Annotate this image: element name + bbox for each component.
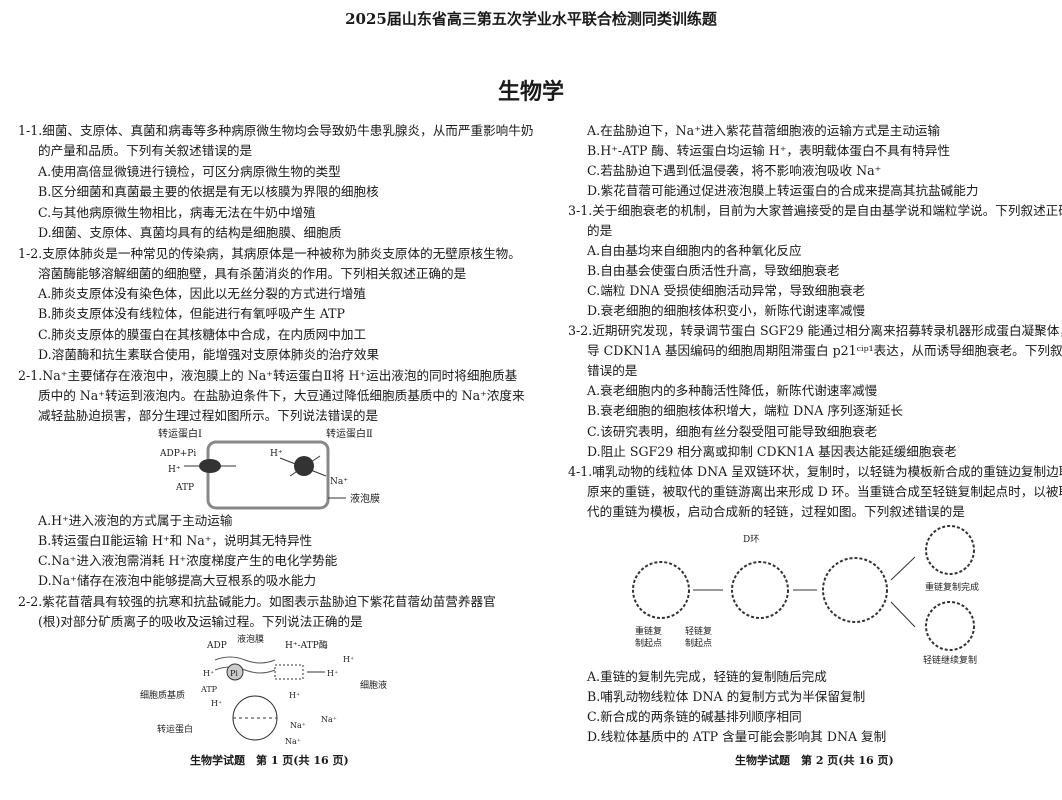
label: 液泡膜 — [237, 633, 264, 645]
label: H⁺ — [168, 465, 181, 475]
option-a: A.肺炎支原体没有染色体，因此以无丝分裂的方式进行增殖 — [38, 286, 366, 301]
option-a: A.自由基均来自细胞内的各种氧化反应 — [587, 243, 802, 258]
label: D环 — [743, 534, 759, 545]
label: H⁺-ATP酶 — [285, 639, 328, 651]
question-text: 导 CDKN1A 基因编码的细胞周期阻滞蛋白 p21ᶜⁱᵖ¹表达，从而诱导细胞衰… — [587, 343, 1062, 358]
label: H⁺ — [327, 669, 338, 678]
label: H⁺ — [289, 691, 300, 700]
label: Na⁺ — [321, 715, 337, 724]
option-d: D.线粒体基质中的 ATP 含量可能会影响其 DNA 复制 — [587, 729, 887, 744]
page-footer-right: 生物学试题 第 2 页(共 16 页) — [735, 754, 894, 767]
label: 重链复 — [635, 625, 662, 637]
label: 转运蛋白Ⅰ — [158, 427, 202, 440]
option-c: C.新合成的两条链的碱基排列顺序相同 — [587, 709, 802, 724]
option-b: B.自由基会使蛋白质活性升高，导致细胞衰老 — [587, 263, 840, 278]
label: 液泡膜 — [350, 492, 380, 505]
pump — [226, 663, 244, 681]
membrane — [214, 656, 276, 674]
question-text: 错误的是 — [587, 363, 638, 378]
option-c: C.肺炎支原体的膜蛋白在其核糖体中合成，在内质网中加工 — [38, 327, 367, 342]
arrow — [890, 556, 916, 581]
question-text: 溶菌酶能够溶解细菌的细胞壁，具有杀菌消炎的作用。下列相关叙述正确的是 — [38, 266, 467, 281]
arrow — [289, 455, 321, 477]
option-b: B.转运蛋白Ⅱ能运输 H⁺和 Na⁺，说明其无特异性 — [38, 533, 313, 548]
dna-circle — [822, 557, 888, 623]
option-d: D.阻止 SGF29 相分离或抑制 CDKN1A 基因表达能延缓细胞衰老 — [587, 444, 957, 459]
option-b: B.H⁺-ATP 酶、转运蛋白均运输 H⁺，表明载体蛋白不具有特异性 — [587, 143, 951, 158]
option-c: C.Na⁺进入液泡需消耗 H⁺浓度梯度产生的电化学势能 — [38, 553, 338, 568]
label: H⁺ — [270, 449, 283, 459]
mtdna-replication-figure: D环 重链复制完成 重链复 制起点 轻链复 制起点 轻链继续复制 — [632, 525, 979, 666]
document-title: 2025届山东省高三第五次学业水平联合检测同类训练题 — [345, 10, 717, 28]
option-a: A.重链的复制先完成，轻链的复制随后完成 — [587, 669, 827, 684]
dna-circle — [925, 601, 975, 651]
label: 重链复制完成 — [925, 581, 979, 593]
option-b: B.衰老细胞的细胞核体积增大，端粒 DNA 序列逐渐延长 — [587, 403, 903, 418]
label: 细胞液 — [360, 679, 387, 691]
option-a: A.在盐胁迫下，Na⁺进入紫花苜蓿细胞液的运输方式是主动运输 — [587, 123, 941, 138]
question-text: 减轻盐胁迫损害，部分生理过程如图所示。下列说法错误的是 — [38, 408, 379, 423]
question-2-1-stem: 2-1.Na⁺主要储存在液泡中，液泡膜上的 Na⁺转运蛋白Ⅱ将 H⁺运出液泡的同… — [18, 368, 518, 383]
option-b: B.哺乳动物线粒体 DNA 的复制方式为半保留复制 — [587, 689, 866, 704]
question-2-2-stem: 2-2.紫花苜蓿具有较强的抗寒和抗盐碱能力。如图表示盐胁迫下紫花苜蓿幼苗营养器官 — [18, 594, 496, 609]
label: 轻链复 — [685, 625, 712, 637]
question-1-2-stem: 1-2.支原体肺炎是一种常见的传染病，其病原体是一种被称为肺炎支原体的无壁原核生… — [18, 246, 521, 261]
label: 转运蛋白Ⅱ — [326, 427, 373, 440]
label: H⁺ — [211, 699, 222, 708]
option-d: D.Na⁺储存在液泡中能够提高大豆根系的吸水能力 — [38, 573, 317, 588]
option-d: D.衰老细胞的细胞核体积变小，新陈代谢速率减慢 — [587, 303, 866, 318]
vacuole-figure: 转运蛋白Ⅰ 转运蛋白Ⅱ ADP+Pi H⁺ ATP H⁺ Na⁺ 液泡膜 — [158, 427, 380, 510]
label: Na⁺ — [330, 477, 348, 487]
option-a: A.衰老细胞内的多种酶活性降低，新陈代谢速率减慢 — [587, 383, 878, 398]
option-a: A.H⁺进入液泡的方式属于主动运输 — [38, 513, 233, 528]
dna-circle — [731, 561, 789, 619]
option-d: D.溶菌酶和抗生素联合使用，能增强对支原体肺炎的治疗效果 — [38, 347, 380, 362]
channel — [274, 664, 304, 680]
question-3-1-stem: 3-1.关于细胞衰老的机制，目前为大家普遍接受的是自由基学说和端粒学说。下列叙述… — [568, 203, 1062, 218]
question-text: 原来的重链，被取代的重链游离出来形成 D 环。当重链合成至轻链复制起点时，以被取 — [587, 484, 1062, 499]
root-ion-figure: 液泡膜 ADP H⁺-ATP酶 Pi H⁺ H⁺ H⁺ ATP H⁺ H⁺ 细胞… — [140, 633, 387, 746]
label: 制起点 — [635, 637, 662, 649]
label: Na⁺ — [285, 737, 301, 746]
option-b: B.区分细菌和真菌最主要的依据是有无以核膜为界限的细胞核 — [38, 184, 379, 199]
label: 转运蛋白 — [157, 723, 193, 735]
label: ATP — [200, 685, 218, 694]
label: 轻链继续复制 — [923, 654, 977, 666]
question-text: (根)对部分矿质离子的吸收及运输过程。下列说法正确的是 — [38, 614, 363, 629]
question-text: 代的重链为模板，启动合成新的轻链，过程如图。下列叙述错误的是 — [587, 504, 965, 519]
question-3-2-stem: 3-2.近期研究发现，转录调节蛋白 SGF29 能通过相分离来招募转录机器形成蛋… — [568, 323, 1062, 338]
question-text: 的是 — [587, 223, 613, 238]
label: ADP+Pi — [159, 449, 196, 459]
question-4-1-stem: 4-1.哺乳动物的线粒体 DNA 呈双链环状，复制时，以轻链为模板新合成的重链边… — [568, 464, 1062, 479]
label: ADP — [206, 641, 227, 651]
subject-title: 生物学 — [497, 79, 564, 105]
label: Na⁺ — [290, 721, 306, 730]
arrow — [890, 601, 916, 628]
option-c: C.该研究表明，细胞有丝分裂受阻可能导致细胞衰老 — [587, 424, 878, 439]
option-c: C.若盐胁迫下遇到低温侵袭，将不影响液泡吸收 Na⁺ — [587, 163, 882, 178]
vacuole-membrane — [206, 440, 330, 510]
option-d: D.细菌、支原体、真菌均具有的结构是细胞膜、细胞质 — [38, 225, 342, 240]
option-d: D.紫花苜蓿可能通过促进液泡膜上转运蛋白的合成来提高其抗盐碱能力 — [587, 183, 979, 198]
question-text: 质中的 Na⁺转运到液泡内。在盐胁迫条件下，大豆通过降低细胞质基质中的 Na⁺浓… — [38, 388, 525, 403]
label: Pi — [230, 669, 238, 678]
question-1-1-stem: 1-1.细菌、支原体、真菌和病毒等多种病原微生物均会导致奶牛患乳腺炎，从而严重影… — [18, 123, 534, 138]
label: H⁺ — [343, 655, 354, 664]
option-c: C.端粒 DNA 受损使细胞活动异常，导致细胞衰老 — [587, 283, 866, 298]
page-footer-left: 生物学试题 第 1 页(共 16 页) — [190, 754, 349, 767]
label: H⁺ — [203, 669, 214, 678]
question-text: 的产量和品质。下列有关叙述错误的是 — [38, 143, 253, 158]
dna-circle — [632, 561, 690, 619]
option-c: C.与其他病原微生物相比，病毒无法在牛奶中增殖 — [38, 205, 316, 220]
label: 细胞质基质 — [140, 689, 185, 701]
label: ATP — [175, 483, 194, 493]
option-a: A.使用高倍显微镜进行镜检，可区分病原微生物的类型 — [38, 164, 341, 179]
dna-circle — [925, 525, 975, 575]
label: 制起点 — [685, 637, 712, 649]
option-b: B.肺炎支原体没有线粒体，但能进行有氧呼吸产生 ATP — [38, 306, 346, 321]
transporter-2 — [294, 456, 314, 476]
